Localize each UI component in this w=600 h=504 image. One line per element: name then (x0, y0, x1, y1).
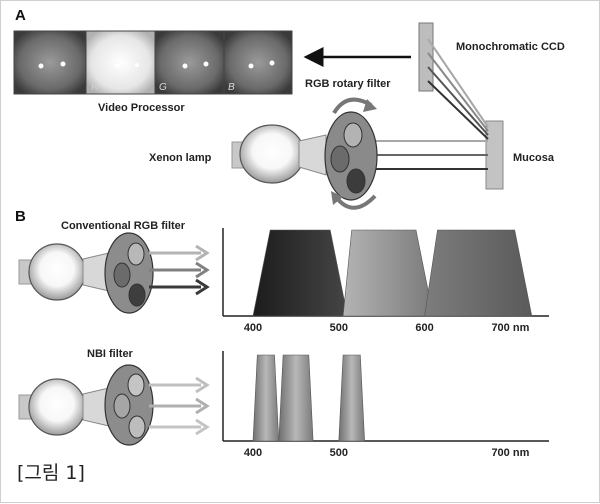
conventional-filter-label: Conventional RGB filter (61, 220, 186, 232)
filter-segment-b (128, 283, 146, 307)
filter-segment-1 (127, 373, 145, 397)
nbi-lamp-assembly (18, 364, 210, 446)
filter-segment-g (330, 145, 350, 173)
x-tick-label: 500 (330, 447, 348, 459)
output-arrowhead (195, 418, 210, 436)
x-tick-label: 400 (244, 447, 262, 459)
panel-a-letter: A (15, 7, 26, 24)
frame-label-r: R (91, 82, 98, 93)
lamp-reflector (298, 134, 327, 176)
spectrum-band (278, 354, 314, 442)
x-tick-label: 500 (330, 322, 348, 334)
frame-r (85, 30, 156, 95)
output-arrowhead (195, 261, 210, 279)
frame-highlight (135, 63, 139, 67)
x-tick-label: 700 nm (491, 447, 529, 459)
spectrum-band (338, 354, 365, 442)
filter-segment-r (343, 122, 363, 148)
nbi-spectrum-chart: 400 500 700 nm (222, 351, 549, 459)
light-beams (376, 38, 489, 170)
frame-highlight (269, 60, 275, 66)
reflected-beam-4 (427, 80, 489, 140)
frame-highlight (115, 64, 119, 68)
lamp-bulb (239, 124, 305, 184)
x-tick-label: 600 (415, 322, 433, 334)
video-processor-label: Video Processor (98, 102, 185, 114)
conventional-spectrum-chart: 400 500 600 700 nm (222, 228, 549, 334)
rotation-arrowhead-bottom (331, 191, 343, 205)
rotation-arrowhead-top (363, 99, 377, 112)
filter-segment-2 (113, 393, 131, 419)
lamp-bulb (28, 243, 86, 301)
output-arrowhead (195, 397, 210, 415)
mucosa-label: Mucosa (513, 152, 555, 164)
endoscopic-frames: R G B (13, 30, 293, 95)
spectrum-band (252, 354, 280, 442)
figure-caption: [그림 1] (17, 462, 85, 484)
reflected-beam-3 (427, 66, 489, 136)
frame-composite (13, 30, 87, 95)
xenon-lamp-label: Xenon lamp (149, 152, 212, 164)
filter-segment-r (127, 242, 145, 266)
filter-segment-b (346, 168, 366, 194)
spectrum-band (424, 229, 533, 317)
frame-label-g: G (159, 82, 167, 93)
x-tick-label: 400 (244, 322, 262, 334)
spectrum-band (252, 229, 348, 317)
frame-highlight (60, 61, 66, 67)
frame-label-b: B (228, 82, 235, 93)
frame-highlight (38, 63, 44, 69)
rgb-rotary-filter (324, 97, 378, 210)
reflected-beam-2 (427, 52, 489, 132)
panel-b-letter: B (15, 208, 26, 225)
frame-b (223, 30, 293, 95)
xenon-lamp (231, 124, 327, 184)
output-arrowhead (195, 278, 210, 296)
frame-highlight (248, 63, 254, 69)
filter-segment-g (113, 262, 131, 288)
ccd-label: Monochromatic CCD (456, 41, 565, 53)
spectrum-band (342, 229, 434, 317)
output-arrowhead (195, 376, 210, 394)
frame-highlight (182, 63, 188, 69)
conventional-lamp-assembly (18, 232, 210, 314)
filter-segment-3 (128, 415, 146, 439)
reflected-beam-1 (427, 38, 489, 128)
x-tick-label: 700 nm (491, 322, 529, 334)
mucosa (485, 120, 504, 190)
output-arrowhead (195, 244, 210, 262)
nbi-filter-label: NBI filter (87, 348, 134, 360)
frame-highlight (203, 61, 209, 67)
rgb-rotary-filter-label: RGB rotary filter (305, 78, 391, 90)
lamp-bulb (28, 378, 86, 436)
frame-g (154, 30, 225, 95)
